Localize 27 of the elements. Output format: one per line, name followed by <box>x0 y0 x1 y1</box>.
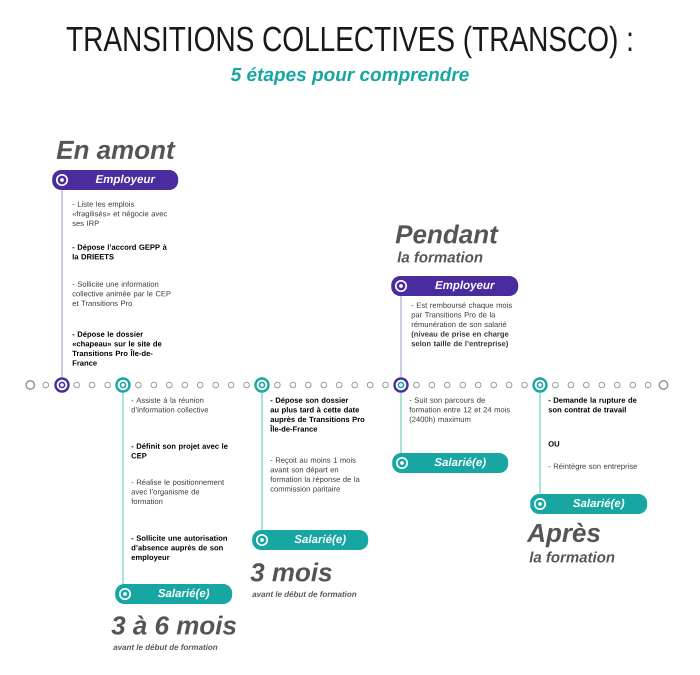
connector-line <box>400 392 402 453</box>
connector-line <box>61 190 63 378</box>
stage-subheading: la formation <box>397 252 482 262</box>
role-badge: Salarié(e) <box>530 494 648 514</box>
timeline-marker <box>393 377 409 393</box>
connector-line <box>539 392 541 494</box>
stage-note: avant le début de formation <box>113 644 218 650</box>
stage-note: avant le début de formation <box>252 591 356 597</box>
stage-heading: 3 mois <box>250 562 332 582</box>
connector-line <box>122 392 124 584</box>
timeline-marker <box>54 377 70 393</box>
stage-heading: Après <box>526 522 600 548</box>
title: TRANSITIONS COLLECTIVES (TRANSCO) : <box>66 26 632 58</box>
stage-subheading: la formation <box>529 552 614 562</box>
timeline-marker <box>532 377 548 393</box>
role-badge: Salarié(e) <box>115 584 232 604</box>
connector-line <box>261 392 263 530</box>
connector-line <box>400 296 402 378</box>
role-badge: Salarié(e) <box>252 530 368 550</box>
role-badge: Employeur <box>391 276 518 296</box>
stage-heading: 3 à 6 mois <box>111 615 236 635</box>
stage-heading: Pendant <box>396 224 499 244</box>
timeline-marker <box>115 377 131 393</box>
subtitle: 5 étapes pour comprendre <box>230 67 469 85</box>
role-badge: Employeur <box>52 170 178 190</box>
role-badge: Salarié(e) <box>392 453 508 473</box>
timeline-marker <box>254 377 270 393</box>
